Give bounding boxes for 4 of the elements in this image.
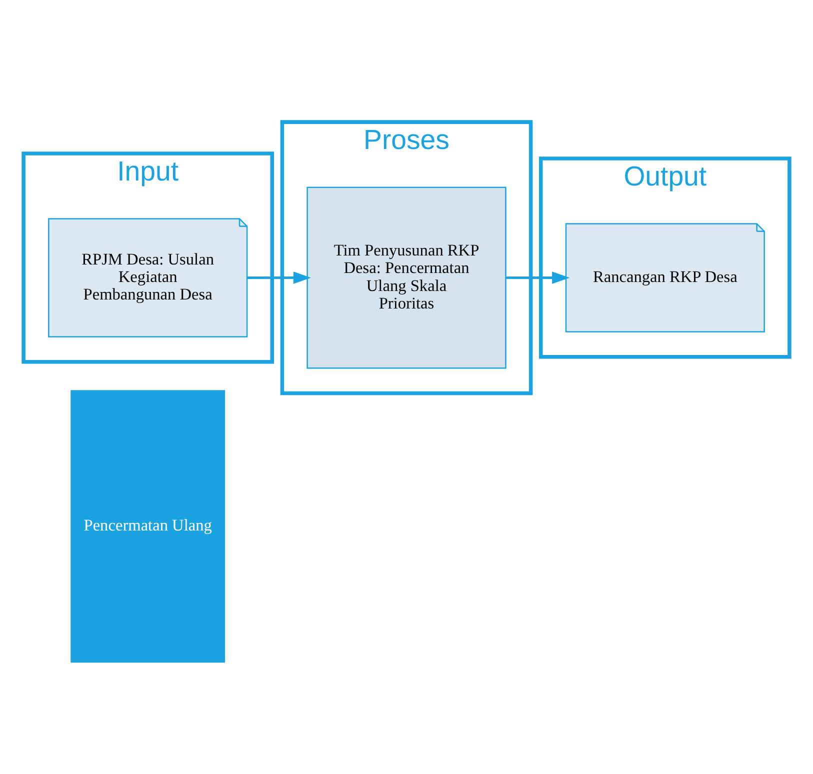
- arrow: [506, 272, 570, 284]
- arrow: [247, 272, 311, 284]
- node-box: Tim Penyusunan RKP Desa: Pencermatan Ulang Skala Prioritas: [306, 186, 506, 369]
- node-box: Pencermatan Ulang: [70, 390, 226, 663]
